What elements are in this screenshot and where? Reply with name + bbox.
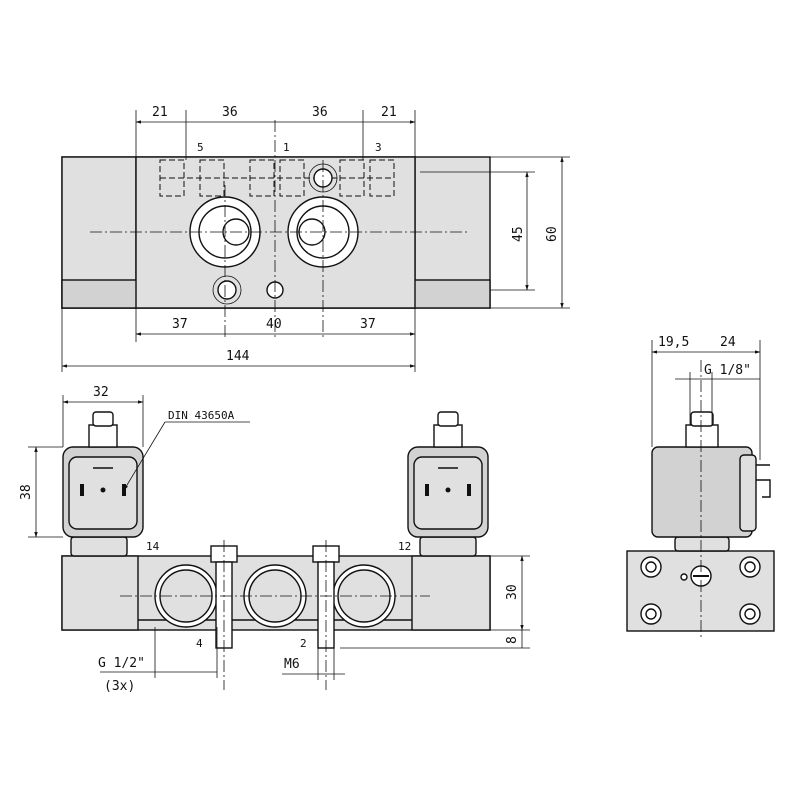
dim-overall-144: 144 bbox=[226, 349, 250, 364]
right-coil-nut-top bbox=[437, 411, 459, 427]
left-coil-face bbox=[68, 456, 138, 530]
port-label-3: 3 bbox=[375, 141, 382, 154]
right-connector-pin-l bbox=[425, 484, 429, 496]
right-connector-center bbox=[445, 487, 451, 493]
dim-top-21-left: 21 bbox=[152, 105, 168, 120]
right-coil-stem bbox=[433, 424, 463, 448]
connector-standard-label: DIN 43650A bbox=[168, 409, 235, 422]
side-small-port bbox=[680, 573, 688, 581]
pilot-thread-label: G 1/8" bbox=[704, 363, 751, 378]
dim-coil-height-38: 38 bbox=[19, 484, 34, 500]
left-coil-nut bbox=[70, 536, 128, 557]
side-coil-stem bbox=[685, 424, 719, 448]
dim-top-36-left: 36 bbox=[222, 105, 238, 120]
mount-thread-label: M6 bbox=[284, 657, 300, 672]
pilot-label-12: 12 bbox=[398, 540, 411, 553]
side-coil-connector bbox=[739, 454, 757, 532]
left-coil-stem bbox=[88, 424, 118, 448]
right-coil-nut bbox=[419, 536, 477, 557]
side-hole-tl bbox=[640, 556, 662, 578]
front-left-end bbox=[61, 555, 139, 631]
port-label-4: 4 bbox=[196, 637, 203, 650]
top-port-bore-left bbox=[222, 218, 250, 246]
side-dim-24: 24 bbox=[720, 335, 736, 350]
dim-bottom-37-right: 37 bbox=[360, 317, 376, 332]
top-view: 21 36 36 21 5 1 3 37 40 37 144 45 60 bbox=[61, 105, 570, 372]
pilot-label-14: 14 bbox=[146, 540, 160, 553]
dim-bottom-40: 40 bbox=[266, 317, 282, 332]
port-label-1: 1 bbox=[283, 141, 290, 154]
side-coil-nut-top bbox=[690, 411, 714, 427]
port-label-2: 2 bbox=[300, 637, 307, 650]
left-coil-nut-top bbox=[92, 411, 114, 427]
thread-port-label: G 1/2" bbox=[98, 656, 145, 671]
side-hole-tr bbox=[739, 556, 761, 578]
dim-height-45: 45 bbox=[511, 226, 526, 242]
side-hole-br bbox=[739, 603, 761, 625]
left-connector-pin-l bbox=[80, 484, 84, 496]
dim-base-height-8: 8 bbox=[505, 636, 520, 644]
port-label-5: 5 bbox=[197, 141, 204, 154]
side-hole-bl bbox=[640, 603, 662, 625]
thread-count-label: (3x) bbox=[104, 679, 135, 694]
dim-height-60: 60 bbox=[545, 226, 560, 242]
side-view: 19,5 24 G 1/8" bbox=[626, 335, 775, 640]
front-right-end bbox=[411, 555, 491, 631]
dim-body-height-30: 30 bbox=[505, 584, 520, 600]
left-connector-center bbox=[100, 487, 106, 493]
top-mount-hole-lower-left bbox=[217, 280, 237, 300]
side-dim-19-5: 19,5 bbox=[658, 335, 689, 350]
dim-top-36-right: 36 bbox=[312, 105, 328, 120]
side-coil-nut bbox=[674, 536, 730, 552]
dim-top-21-right: 21 bbox=[381, 105, 397, 120]
side-coil bbox=[651, 446, 753, 538]
dim-coil-width-32: 32 bbox=[93, 385, 109, 400]
dim-bottom-37-left: 37 bbox=[172, 317, 188, 332]
front-view: 32 DIN 43650A 38 14 12 30 8 4 2 G 1/2" (… bbox=[19, 385, 530, 694]
right-coil-face bbox=[413, 456, 483, 530]
side-cable bbox=[756, 464, 771, 498]
right-connector-pin-r bbox=[467, 484, 471, 496]
